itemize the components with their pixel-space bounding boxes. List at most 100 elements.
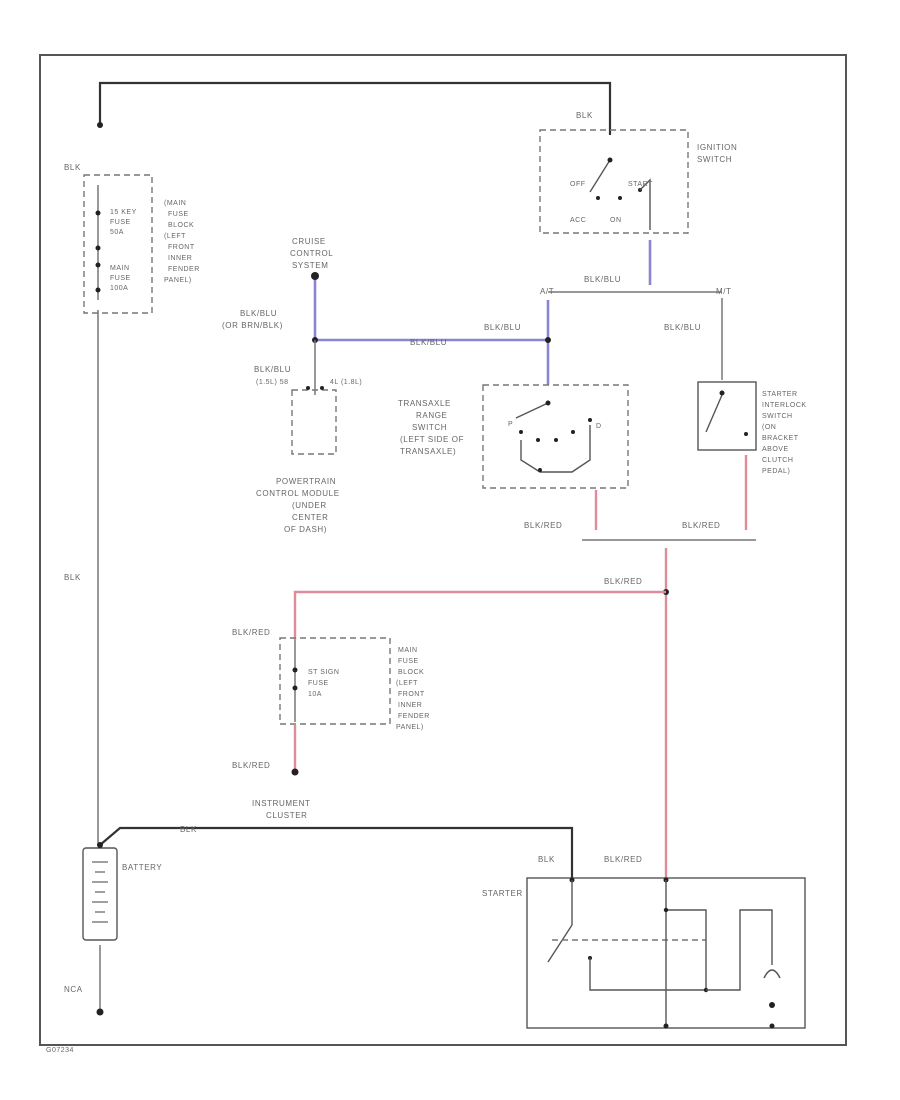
label-battery: BATTERY (122, 863, 162, 872)
label-mt: M/T (716, 287, 732, 296)
battery-positive (97, 842, 103, 848)
trans-pos-1 (519, 430, 523, 434)
trans-output-node (538, 468, 542, 472)
trans-output-lead (520, 425, 591, 473)
label-fuse-left2-2: FUSE (110, 275, 131, 282)
label-blk-main-left: BLK (64, 573, 81, 582)
label-blk-red-fuse-top: BLK/RED (232, 628, 270, 637)
label-pcm-3: (UNDER (292, 501, 327, 510)
fuse-dot-1 (95, 210, 101, 216)
label-ignition-switch-2: SWITCH (697, 155, 732, 164)
svg-text:INNER: INNER (168, 255, 192, 262)
label-pcm-5: OF DASH) (284, 525, 327, 534)
pcm-pin-2 (320, 386, 324, 390)
label-trans-4: (LEFT SIDE OF (400, 435, 464, 444)
label-fuse-left2-1: MAIN (110, 265, 130, 272)
label-starter-interlock: STARTER INTERLOCK SWITCH (ON BRACKET ABO… (762, 391, 807, 475)
svg-text:CLUTCH: CLUTCH (762, 457, 793, 464)
svg-text:BRACKET: BRACKET (762, 435, 799, 442)
interlock-contact-arm (705, 394, 723, 433)
svg-text:FUSE: FUSE (398, 658, 419, 665)
interlock-contact (744, 432, 748, 436)
label-at: A/T (540, 287, 554, 296)
wire-blk-cluster (99, 826, 574, 880)
label-st-fuse-2: FUSE (308, 680, 329, 687)
label-pcm-pins: (1.5L) 58 (256, 379, 289, 386)
fuse-dot-3 (95, 262, 101, 268)
starter-motor-symbol (763, 969, 781, 979)
label-fuse-block-desc: (MAIN FUSE BLOCK (LEFT FRONT INNER FENDE… (164, 200, 200, 284)
battery-cells (92, 861, 108, 923)
starter-interlock-box (697, 381, 757, 451)
label-blk-top-left: BLK (64, 163, 81, 172)
footer-code: G07234 (46, 1047, 74, 1054)
label-cluster-2: CLUSTER (266, 811, 308, 820)
starter-node-1 (663, 907, 669, 913)
trans-contact-arm (515, 402, 549, 419)
starter-motor-ground (769, 1002, 775, 1008)
label-starter: STARTER (482, 889, 523, 898)
label-cruise-1: CRUISE (292, 237, 326, 246)
label-pcm-4: CENTER (292, 513, 329, 522)
svg-text:(MAIN: (MAIN (164, 200, 186, 207)
label-fuse-left-3: 50A (110, 229, 124, 236)
label-pcm-pin2: 4L (1.8L) (330, 379, 362, 386)
diagram-frame (39, 54, 847, 1046)
svg-text:FUSE: FUSE (168, 211, 189, 218)
fuse-block-left (83, 174, 153, 314)
label-ign-off: OFF (570, 181, 586, 188)
svg-text:FENDER: FENDER (168, 266, 200, 273)
svg-text:FENDER: FENDER (398, 713, 430, 720)
label-pcm-1: POWERTRAIN (276, 477, 336, 486)
transaxle-switch-box (482, 384, 629, 489)
label-blk-blu-pcm: BLK/BLU (254, 365, 291, 374)
svg-text:STARTER: STARTER (762, 391, 798, 398)
label-blk-red-fuse-bottom: BLK/RED (232, 761, 270, 770)
label-or-brn-blk: (OR BRN/BLK) (222, 321, 283, 330)
trans-pos-3 (554, 438, 558, 442)
st-fuse-terminal (291, 768, 299, 776)
label-trans-p: P (508, 421, 513, 428)
pcm-pin-1 (306, 386, 310, 390)
interlock-pivot (719, 390, 725, 396)
label-trans-5: TRANSAXLE) (400, 447, 456, 456)
svg-text:SWITCH: SWITCH (762, 413, 793, 420)
wire-red-to-fuse (293, 590, 666, 640)
label-trans-2: RANGE (416, 411, 447, 420)
svg-text:FRONT: FRONT (398, 691, 425, 698)
trans-pos-2 (536, 438, 540, 442)
label-blk-starter: BLK (538, 855, 555, 864)
label-blk-red-junction: BLK/RED (604, 577, 642, 586)
ignition-switch-box (539, 129, 689, 234)
label-ign-start: START (628, 181, 653, 188)
label-blk-blu-trans: BLK/BLU (484, 323, 521, 332)
st-fuse-dot-2 (292, 685, 298, 691)
label-st-fuse-3: 10A (308, 691, 322, 698)
label-ign-on: ON (610, 217, 622, 224)
label-trans-1: TRANSAXLE (398, 399, 451, 408)
label-blk-red-trans: BLK/RED (524, 521, 562, 530)
label-trans-d: D (596, 423, 602, 430)
svg-text:(LEFT: (LEFT (164, 233, 186, 240)
label-fuse-left2-3: 100A (110, 285, 128, 292)
fuse-dot-2 (95, 245, 101, 251)
svg-text:INTERLOCK: INTERLOCK (762, 402, 807, 409)
starter-circuit (589, 909, 707, 991)
svg-text:BLOCK: BLOCK (168, 222, 194, 229)
svg-text:PANEL): PANEL) (396, 724, 424, 731)
label-cluster-1: INSTRUMENT (252, 799, 310, 808)
ignition-pivot (607, 157, 613, 163)
svg-text:(ON: (ON (762, 424, 776, 431)
ignition-contact-arm (589, 159, 611, 193)
fuse-dot-4 (95, 287, 101, 293)
svg-text:PANEL): PANEL) (164, 277, 192, 284)
label-trans-3: SWITCH (412, 423, 447, 432)
label-blk-red-interlock: BLK/RED (682, 521, 720, 530)
starter-motor-bottom (769, 1023, 775, 1029)
cruise-connector (311, 272, 319, 280)
st-fuse-dot-1 (292, 667, 298, 673)
node-top-left (97, 122, 103, 128)
svg-text:(LEFT: (LEFT (396, 680, 418, 687)
label-blk-blu-center: BLK/BLU (410, 338, 447, 347)
